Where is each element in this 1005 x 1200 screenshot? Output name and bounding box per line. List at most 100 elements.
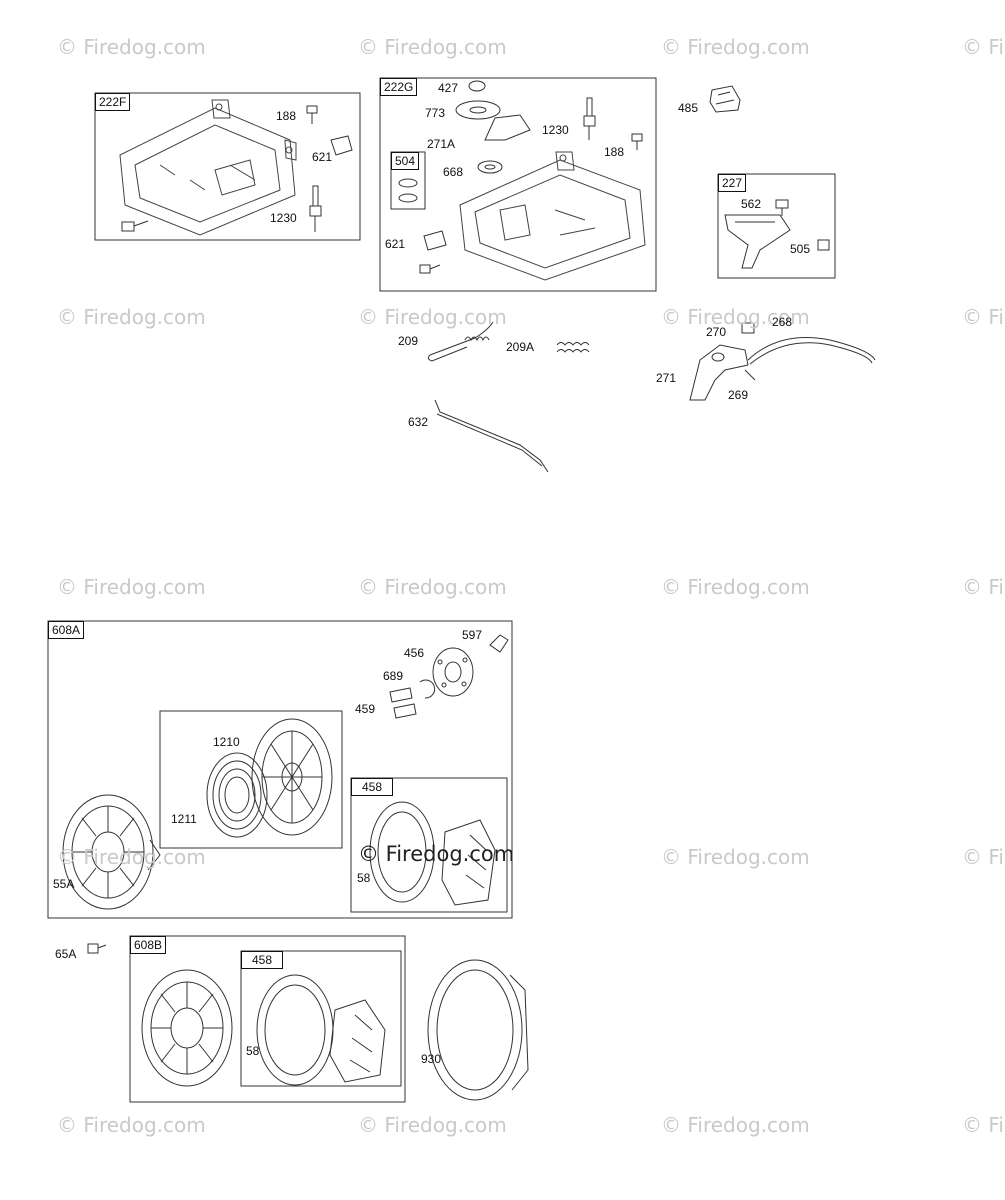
- label-668: 668: [443, 165, 464, 179]
- bolt-222G-drawing: [419, 264, 441, 274]
- part-485-drawing: [709, 85, 741, 113]
- label-773: 773: [425, 106, 446, 120]
- label-65A: 65A: [55, 947, 77, 961]
- label-270: 270: [706, 325, 727, 339]
- bolt-188-b-drawing: [631, 133, 643, 150]
- watermark: © Firedog.com: [358, 305, 507, 329]
- washer-668-drawing: [477, 160, 503, 174]
- box-tag-458-a: 458: [351, 778, 394, 796]
- label-459: 459: [355, 702, 376, 716]
- nut-427-drawing: [468, 80, 486, 92]
- watermark-center: © Firedog.com: [358, 842, 515, 866]
- box-tag-222F: 222F: [95, 93, 131, 111]
- label-1230-b: 1230: [542, 123, 569, 137]
- bolt-188-a-drawing: [306, 105, 318, 124]
- box-608A: [47, 620, 513, 919]
- watermark: © Firedog.com: [661, 575, 810, 599]
- reel-1210-drawing: [251, 718, 333, 836]
- label-1230: 1230: [270, 211, 297, 225]
- box-458b: [240, 950, 402, 1087]
- watermark: © Firedog.com: [358, 1113, 507, 1137]
- label-597: 597: [462, 628, 483, 642]
- ring-689-drawing: [419, 679, 436, 699]
- watermark: © Firedog.com: [661, 305, 810, 329]
- watermark: © Firedog.com: [962, 35, 1005, 59]
- label-209A: 209A: [506, 340, 535, 354]
- box-tag-227: 227: [718, 174, 747, 192]
- watermark: © Firedog.com: [358, 575, 507, 599]
- watermark: © Firedog.com: [962, 305, 1005, 329]
- label-271: 271: [656, 371, 677, 385]
- box-222F: [94, 92, 361, 241]
- box-tag-504: 504: [391, 152, 420, 170]
- box-tag-608B: 608B: [130, 936, 167, 954]
- label-562: 562: [741, 197, 762, 211]
- rod-632-drawing: [434, 399, 549, 473]
- watermark: © Firedog.com: [57, 35, 206, 59]
- control-271-drawing: [689, 322, 755, 401]
- bolt-65A-drawing: [87, 943, 107, 954]
- label-930: 930: [421, 1052, 442, 1066]
- label-427: 427: [438, 81, 459, 95]
- watermark: © Firedog.com: [962, 575, 1005, 599]
- spring-209A-drawing: [556, 342, 590, 353]
- watermark: © Firedog.com: [358, 35, 507, 59]
- guard-58a-drawing: [369, 801, 496, 906]
- watermark: © Firedog.com: [962, 845, 1005, 869]
- box-tag-222G: 222G: [380, 78, 418, 96]
- lever-227-drawing: [724, 199, 830, 269]
- label-485: 485: [678, 101, 699, 115]
- bolt-222F-drawing: [121, 220, 149, 232]
- housing-608B-drawing: [141, 969, 233, 1087]
- pulley-773-drawing: [455, 100, 531, 141]
- watermark: © Firedog.com: [661, 845, 810, 869]
- label-1211: 1211: [171, 812, 197, 826]
- hub-456-drawing: [432, 647, 474, 697]
- frame-222G-drawing: [459, 151, 646, 281]
- watermark: © Firedog.com: [57, 575, 206, 599]
- clip-621-a-drawing: [330, 135, 353, 156]
- box-1210-inner: [159, 710, 343, 849]
- spring-1211-drawing: [206, 752, 268, 838]
- cable-268-drawing: [744, 337, 876, 381]
- watermark: © Firedog.com: [661, 1113, 810, 1137]
- watermark: © Firedog.com: [57, 305, 206, 329]
- label-456: 456: [404, 646, 425, 660]
- box-458a: [350, 777, 508, 913]
- box-222G: [379, 77, 657, 292]
- watermark: © Firedog.com: [57, 845, 206, 869]
- label-209: 209: [398, 334, 419, 348]
- box-227: [717, 173, 836, 279]
- watermark: © Firedog.com: [57, 1113, 206, 1137]
- label-621-b: 621: [385, 237, 406, 251]
- label-505: 505: [790, 242, 811, 256]
- box-tag-608A: 608A: [48, 621, 85, 639]
- box-608B: [129, 935, 406, 1103]
- clip-621-b-drawing: [423, 230, 447, 251]
- frame-222F-drawing: [119, 99, 297, 236]
- label-1210: 1210: [213, 735, 240, 749]
- label-188: 188: [276, 109, 297, 123]
- spring-209-drawing: [427, 321, 494, 362]
- label-269: 269: [728, 388, 749, 402]
- label-268: 268: [772, 315, 793, 329]
- label-188-b: 188: [604, 145, 625, 159]
- label-55A: 55A: [53, 877, 75, 891]
- bolt-597-drawing: [489, 634, 509, 653]
- watermark: © Firedog.com: [962, 1113, 1005, 1137]
- label-689: 689: [383, 669, 404, 683]
- label-58-b: 58: [246, 1044, 260, 1058]
- label-621: 621: [312, 150, 333, 164]
- box-tag-458-b: 458: [241, 951, 284, 969]
- stud-1230-a-drawing: [309, 185, 322, 232]
- pawls-459-drawing: [389, 687, 417, 719]
- watermark: © Firedog.com: [661, 35, 810, 59]
- ring-930-drawing: [427, 959, 529, 1101]
- washers-504-drawing: [398, 178, 418, 203]
- label-58-a: 58: [357, 871, 371, 885]
- guard-58b-drawing: [256, 974, 386, 1086]
- stud-1230-b-drawing: [583, 97, 596, 140]
- label-632: 632: [408, 415, 429, 429]
- housing-55A-drawing: [62, 794, 161, 910]
